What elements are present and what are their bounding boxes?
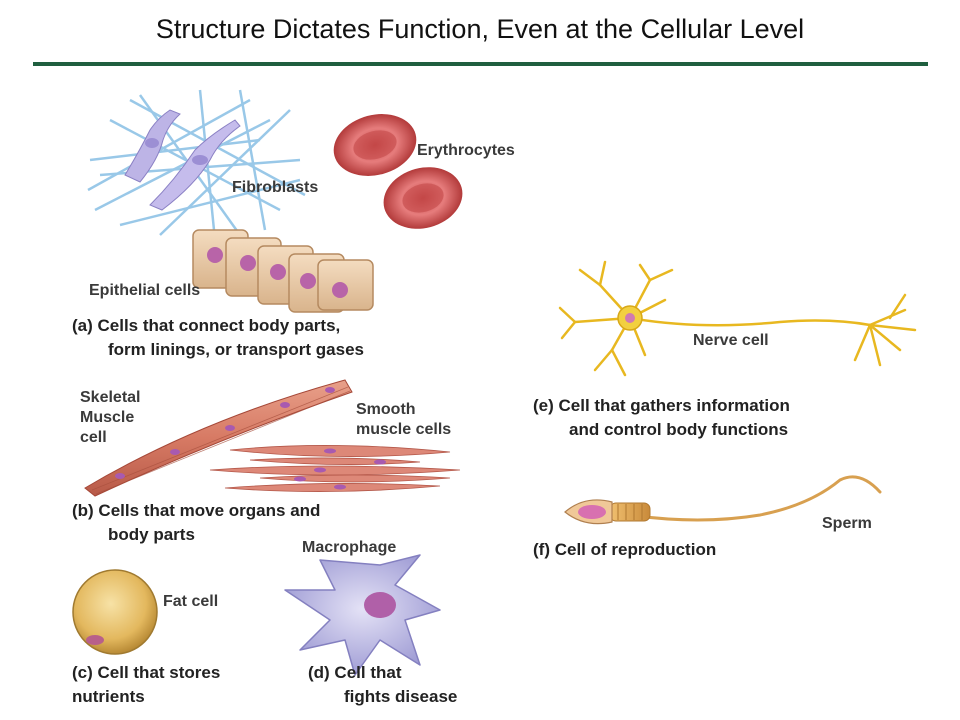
caption-a-line-1: (a) Cells that connect body parts,	[72, 316, 341, 335]
caption-c-line-2: nutrients	[72, 687, 145, 706]
caption-d: (d) Cell that fights disease	[308, 661, 457, 709]
macrophage-illustration	[284, 554, 441, 676]
page-title: Structure Dictates Function, Even at the…	[155, 14, 805, 44]
caption-d-line-2: fights disease	[344, 687, 458, 706]
skeletal-label-line-1: Skeletal	[80, 389, 141, 406]
erythrocytes-label: Erythrocytes	[417, 142, 515, 159]
caption-b-line-1: (b) Cells that move organs and	[72, 501, 321, 520]
fat-cell-label: Fat cell	[163, 593, 219, 610]
caption-e-line-1: (e) Cell that gathers information	[533, 396, 790, 415]
epithelial-illustration	[192, 229, 374, 313]
caption-e: (e) Cell that gathers information and co…	[533, 394, 790, 442]
caption-a: (a) Cells that connect body parts, form …	[72, 314, 364, 362]
nerve-cell-illustration	[558, 260, 917, 377]
fat-cell-illustration	[72, 569, 158, 655]
caption-d-line-1: (d) Cell that	[308, 663, 402, 682]
smooth-muscle-illustration	[209, 445, 461, 492]
sperm-illustration	[564, 475, 882, 525]
caption-a-line-2: form linings, or transport gases	[108, 340, 364, 359]
skeletal-label-line-2: Muscle	[80, 409, 135, 426]
caption-e-line-2: and control body functions	[569, 420, 789, 439]
nerve-cell-label: Nerve cell	[693, 332, 769, 349]
sperm-label: Sperm	[822, 515, 872, 532]
caption-c: (c) Cell that stores nutrients	[72, 661, 220, 709]
skeletal-muscle-illustration	[84, 379, 353, 497]
caption-b-line-2: body parts	[108, 525, 195, 544]
fibroblasts-label: Fibroblasts	[232, 179, 319, 196]
skeletal-label-line-3: cell	[80, 429, 107, 446]
smooth-label-line-2: muscle cells	[356, 421, 452, 438]
smooth-muscle-label: Smooth muscle cells	[356, 400, 451, 440]
epithelial-label: Epithelial cells	[89, 282, 201, 299]
title-divider	[33, 62, 928, 66]
skeletal-muscle-label: Skeletal Muscle cell	[80, 388, 140, 448]
caption-b: (b) Cells that move organs and body part…	[72, 499, 320, 547]
smooth-label-line-1: Smooth	[356, 401, 416, 418]
caption-f: (f) Cell of reproduction	[533, 540, 717, 559]
macrophage-label: Macrophage	[302, 539, 397, 556]
fibroblasts-illustration	[87, 89, 306, 241]
erythrocytes-illustration	[333, 114, 463, 229]
caption-c-line-1: (c) Cell that stores	[72, 663, 221, 682]
